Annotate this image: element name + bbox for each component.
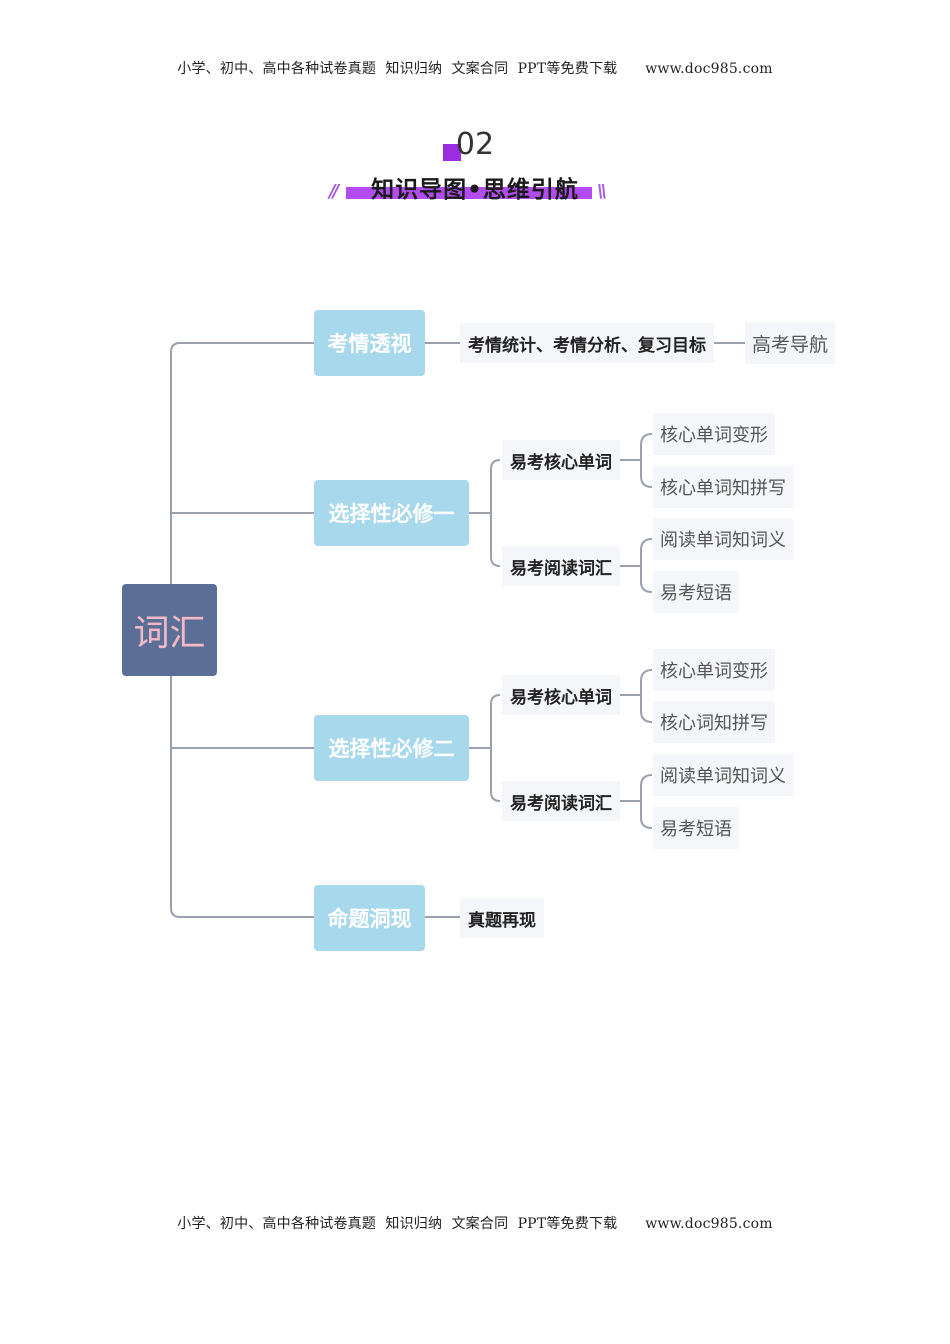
node-past-exams: 真题再现: [460, 898, 544, 938]
node-core-words-1: 易考核心单词: [502, 440, 620, 480]
page-footer: 小学、初中、高中各种试卷真题 知识归纳 文案合同 PPT等免费下载 www.do…: [177, 1216, 773, 1232]
section-title: 知识导图•思维引航: [371, 177, 579, 203]
leaf-reading-meaning-2: 阅读单词知词义: [653, 754, 793, 796]
leaf-core-word-spelling-2: 核心词知拼写: [653, 701, 775, 743]
node-exam-statistics: 考情统计、考情分析、复习目标: [460, 323, 714, 363]
section-number: 02: [455, 127, 495, 162]
leaf-core-word-spelling-1: 核心单词知拼写: [653, 466, 793, 508]
leaf-phrases-1: 易考短语: [653, 571, 739, 613]
branch-exam-overview: 考情透视: [314, 310, 425, 376]
mindmap-root: 词汇: [122, 584, 217, 676]
leaf-core-word-forms-2: 核心单词变形: [653, 649, 775, 691]
section-number-marker: [443, 144, 461, 161]
title-right-decoration: \\: [597, 181, 607, 202]
page-header: 小学、初中、高中各种试卷真题 知识归纳 文案合同 PPT等免费下载 www.do…: [177, 61, 773, 77]
node-reading-vocab-2: 易考阅读词汇: [502, 781, 620, 821]
leaf-core-word-forms-1: 核心单词变形: [653, 413, 775, 455]
branch-exam-insight: 命题洞现: [314, 885, 425, 951]
leaf-reading-meaning-1: 阅读单词知词义: [653, 518, 793, 560]
branch-elective-2: 选择性必修二: [314, 715, 469, 781]
node-reading-vocab-1: 易考阅读词汇: [502, 546, 620, 586]
leaf-phrases-2: 易考短语: [653, 807, 739, 849]
branch-elective-1: 选择性必修一: [314, 480, 469, 546]
leaf-exam-navigation: 高考导航: [745, 322, 836, 364]
title-left-decoration: //: [329, 181, 339, 202]
node-core-words-2: 易考核心单词: [502, 675, 620, 715]
title-highlight-bar: [346, 187, 592, 199]
